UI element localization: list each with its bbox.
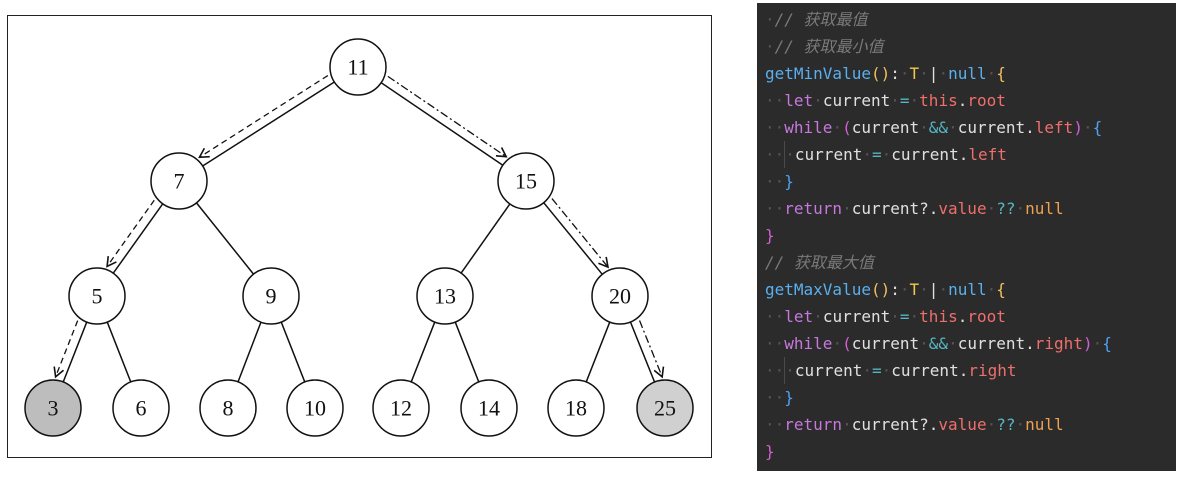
tree-node-circle	[636, 379, 694, 437]
tree-node-circle	[286, 379, 344, 437]
tree-node-label: 9	[266, 284, 277, 309]
code-line-2: ·// 获取最小值	[765, 37, 884, 56]
code-line-12: ··let·current·=·this.root	[765, 307, 1006, 326]
code-line-6: ···current·=·current.left	[765, 141, 1176, 168]
min-path-arrow-n7-n5	[106, 199, 155, 268]
min-path-arrow-n5-n3	[53, 320, 79, 379]
tree-node-label: 15	[515, 169, 537, 194]
tree-node-circle	[329, 38, 387, 96]
tree-node-14: 14	[460, 379, 518, 437]
tree-edge-n15-n20	[543, 202, 603, 275]
code-editor-panel: ·// 获取最值 ·// 获取最小值 getMinValue():·T·|·nu…	[757, 3, 1176, 471]
tree-edge-n9-n10	[280, 321, 306, 383]
tree-node-12: 12	[372, 379, 430, 437]
tree-edge-n13-n12	[410, 321, 436, 383]
tree-node-9: 9	[242, 267, 300, 325]
tree-node-circle	[591, 267, 649, 325]
tree-node-label: 5	[92, 284, 103, 309]
code-line-8: ··return·current?.value·??·null	[765, 199, 1064, 218]
tree-node-25: 25	[636, 379, 694, 437]
tree-node-label: 20	[609, 284, 631, 309]
code-line-5: ··while·(current·&&·current.left)·{	[765, 118, 1103, 137]
code-line-10: // 获取最大值	[765, 249, 1176, 276]
tree-node-label: 11	[347, 55, 368, 80]
tree-node-label: 3	[48, 396, 59, 421]
tree-node-13: 13	[416, 267, 474, 325]
tree-node-15: 15	[497, 152, 555, 210]
tree-node-10: 10	[286, 379, 344, 437]
tree-node-3: 3	[24, 379, 82, 437]
tree-edge-n7-n5	[112, 203, 164, 274]
tree-node-5: 5	[68, 267, 126, 325]
tree-edge-n13-n14	[454, 321, 480, 383]
tree-edge-n5-n3	[62, 321, 88, 383]
tree-node-circle	[199, 379, 257, 437]
code-line-9: }	[765, 226, 775, 245]
tree-node-label: 14	[478, 396, 500, 421]
tree-node-label: 18	[565, 396, 587, 421]
code-line-3: getMinValue():·T·|·null·{	[765, 64, 1006, 83]
min-path-arrow-n11-n7	[198, 74, 329, 159]
tree-node-circle	[460, 379, 518, 437]
code-line-11: getMaxValue():·T·|·null·{	[765, 280, 1006, 299]
code-line-13: ··while·(current·&&·current.right)·{	[765, 334, 1112, 353]
tree-node-7: 7	[150, 152, 208, 210]
code-line-7: ··}	[765, 172, 794, 191]
tree-node-label: 8	[223, 396, 234, 421]
tree-node-circle	[547, 379, 605, 437]
tree-edge-n11-n15	[380, 82, 504, 166]
code-line-1: ·// 获取最值	[765, 10, 868, 29]
tree-node-circle	[242, 267, 300, 325]
comment-get-max: // 获取最大值	[765, 253, 874, 272]
tree-edge-n11-n7	[202, 81, 335, 167]
tree-node-circle	[416, 267, 474, 325]
tree-node-6: 6	[112, 379, 170, 437]
code-line-16: ··return·current?.value·??·null	[765, 415, 1064, 434]
function-name-min: getMinValue	[765, 64, 871, 83]
tree-edge-n20-n25	[629, 321, 656, 383]
tree-node-label: 12	[390, 396, 412, 421]
tree-edge-n20-n18	[585, 321, 611, 383]
tree-edge-n15-n13	[460, 203, 511, 274]
code-line-17: }	[765, 442, 775, 461]
bst-diagram-panel: 11 7 15 5 9 13 20 3 6 8 10 12 14 18 25	[7, 15, 712, 458]
tree-node-label: 7	[174, 169, 185, 194]
tree-node-circle	[24, 379, 82, 437]
tree-edge-n9-n8	[237, 321, 262, 383]
comment-get-extreme: // 获取最值	[774, 10, 868, 29]
code-line-14: ···current·=·current.right	[765, 357, 1176, 384]
function-name-max: getMaxValue	[765, 280, 871, 299]
comment-get-min: // 获取最小值	[774, 37, 884, 56]
tree-node-circle	[497, 152, 555, 210]
tree-node-circle	[372, 379, 430, 437]
max-path-arrow-n11-n15	[387, 75, 508, 158]
tree-node-circle	[112, 379, 170, 437]
tree-node-11: 11	[329, 38, 387, 96]
code-line-4: ··let·current·=·this.root	[765, 91, 1006, 110]
tree-node-8: 8	[199, 379, 257, 437]
tree-node-18: 18	[547, 379, 605, 437]
max-path-arrow-n15-n20	[551, 198, 610, 269]
max-path-arrow-n20-n25	[638, 320, 665, 379]
tree-node-circle	[68, 267, 126, 325]
tree-node-label: 13	[434, 284, 456, 309]
bst-diagram: 11 7 15 5 9 13 20 3 6 8 10 12 14 18 25	[24, 38, 694, 437]
tree-node-label: 10	[304, 396, 326, 421]
tree-edge-n7-n9	[195, 202, 255, 275]
tree-node-circle	[150, 152, 208, 210]
tree-node-label: 25	[654, 396, 676, 421]
tree-edge-n5-n6	[106, 321, 132, 383]
tree-node-20: 20	[591, 267, 649, 325]
tree-node-label: 6	[136, 396, 147, 421]
code-line-15: ··}	[765, 388, 794, 407]
